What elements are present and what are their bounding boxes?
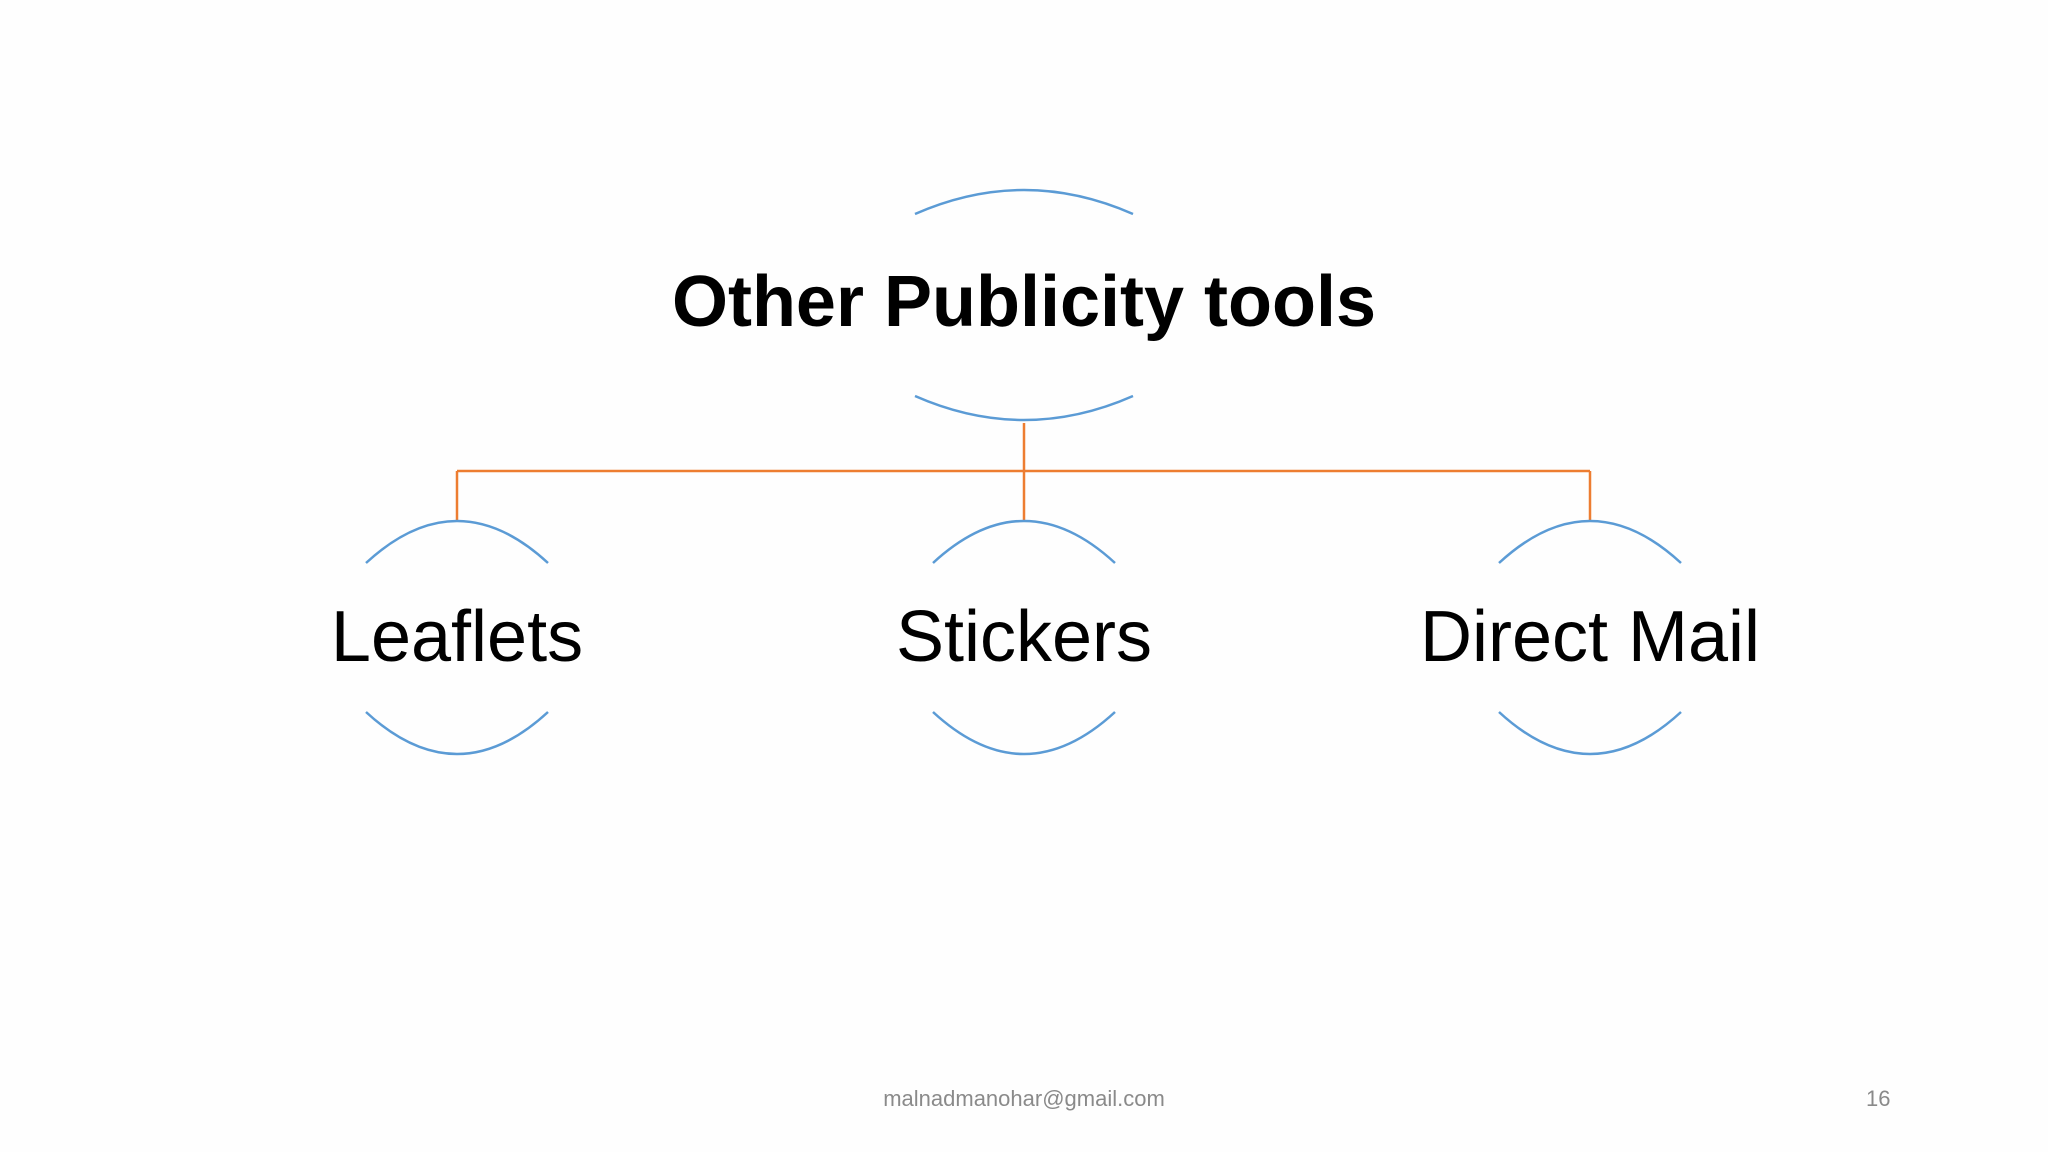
connector-lines (455, 423, 1592, 521)
direct-mail-bottom-arc (1498, 711, 1682, 756)
footer-email: malnadmanohar@gmail.com (883, 1086, 1165, 1111)
stickers-top-arc (932, 519, 1116, 564)
child-node-label-direct-mail: Direct Mail (1419, 597, 1761, 677)
child-node-label-stickers: Stickers (895, 597, 1153, 677)
root-node-top-arc (914, 188, 1134, 216)
leaflets-bottom-arc (365, 711, 549, 756)
slide-page-number: 16 (1866, 1086, 1891, 1111)
stickers-bottom-arc (932, 711, 1116, 756)
leaflets-top-arc (365, 519, 549, 564)
child-node-outline-stickers (932, 519, 1116, 756)
child-node-outline-direct-mail (1498, 519, 1682, 756)
child-node-label-leaflets: Leaflets (330, 597, 584, 677)
root-node-outline (914, 188, 1134, 422)
child-node-outline-leaflets (365, 519, 549, 756)
root-node-label: Other Publicity tools (671, 262, 1377, 342)
root-node-bottom-arc (914, 394, 1134, 422)
direct-mail-top-arc (1498, 519, 1682, 564)
